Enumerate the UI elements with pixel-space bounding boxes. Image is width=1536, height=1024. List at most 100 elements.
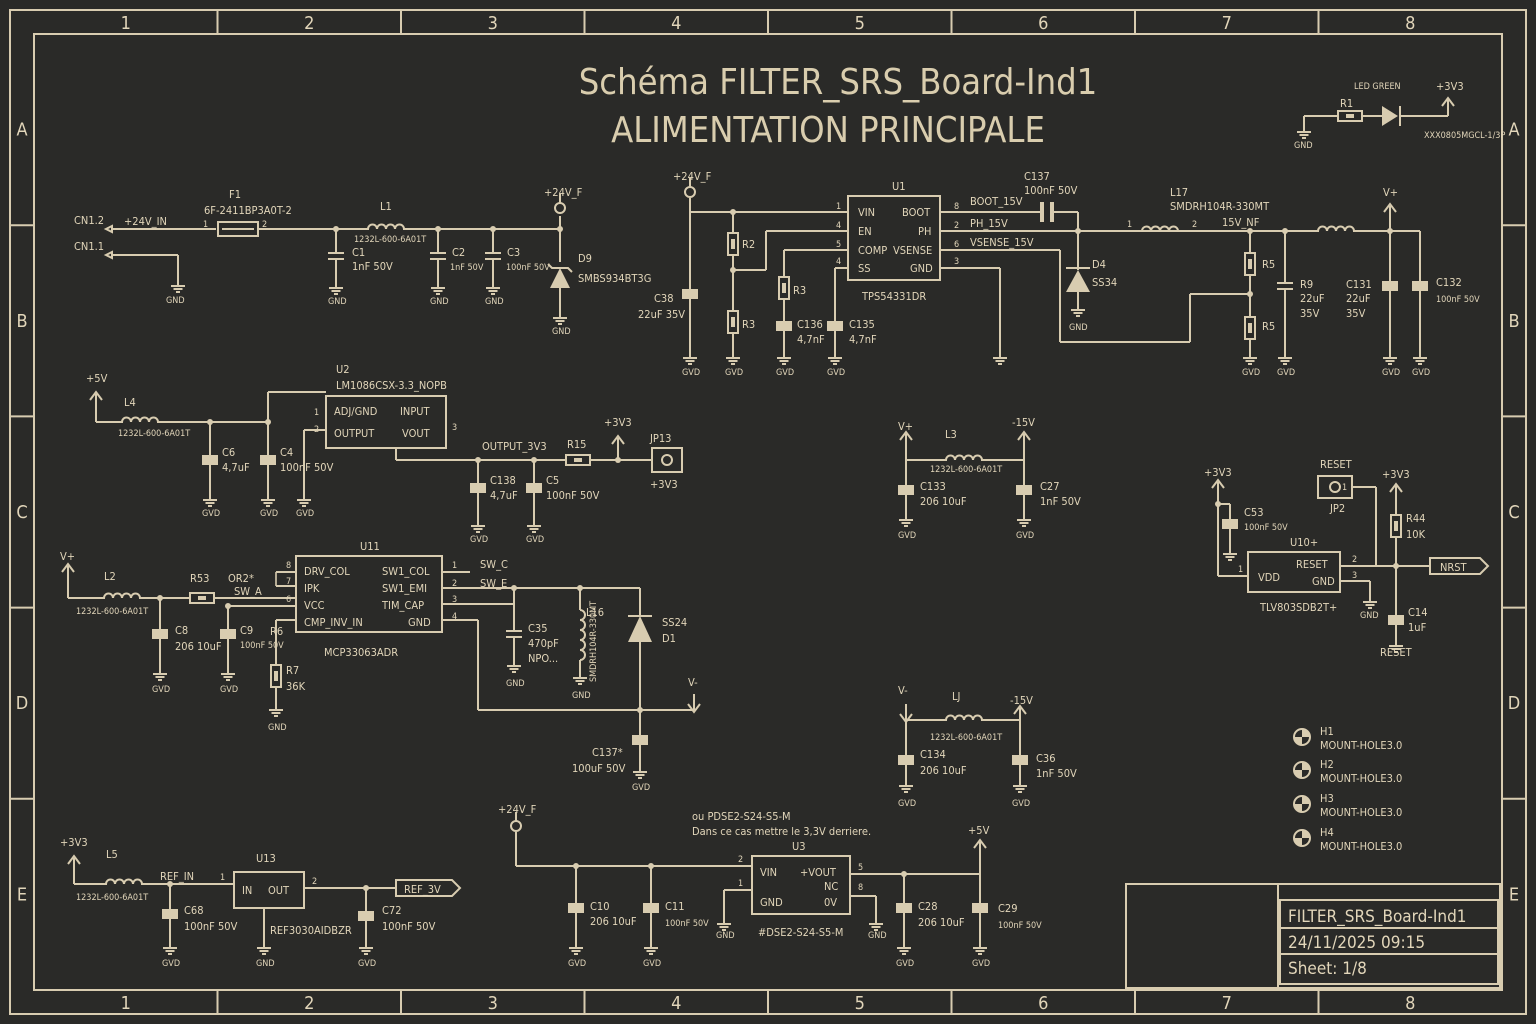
svg-text:OR2*: OR2* <box>228 572 254 585</box>
frame-col-label: 3 <box>488 993 498 1014</box>
svg-text:1: 1 <box>1342 483 1347 493</box>
f1-value: 6F-2411BP3A0T-2 <box>204 204 292 217</box>
svg-text:206 10uF: 206 10uF <box>920 495 967 508</box>
svg-text:GND: GND <box>268 723 287 733</box>
svg-text:U11: U11 <box>360 540 380 553</box>
svg-text:R53: R53 <box>190 572 209 585</box>
svg-text:GND: GND <box>910 262 933 275</box>
svg-text:4: 4 <box>836 257 841 267</box>
svg-text:1: 1 <box>452 561 457 571</box>
svg-text:H2: H2 <box>1320 758 1334 771</box>
svg-text:L5: L5 <box>106 848 118 861</box>
svg-text:GVD: GVD <box>898 531 916 541</box>
frame-row-label: C <box>1508 502 1519 523</box>
svg-text:PH_15V: PH_15V <box>970 217 1008 230</box>
frame-col-label: 5 <box>855 13 865 34</box>
net-nrst-port <box>1429 557 1490 575</box>
svg-text:R9: R9 <box>1300 278 1313 291</box>
svg-text:MOUNT-HOLE3.0: MOUNT-HOLE3.0 <box>1320 840 1402 853</box>
svg-text:206 10uF: 206 10uF <box>175 640 222 653</box>
frame-col-label: 1 <box>121 993 131 1014</box>
diode-d4 <box>1066 270 1090 292</box>
svg-text:GND: GND <box>1294 141 1313 151</box>
svg-text:C29: C29 <box>998 902 1018 915</box>
svg-text:VSENSE: VSENSE <box>893 244 932 257</box>
svg-text:V+: V+ <box>898 420 913 433</box>
ic-u10-body <box>1247 551 1341 593</box>
frame-col-label: 8 <box>1405 993 1415 1014</box>
svg-text:JP13: JP13 <box>649 432 671 445</box>
svg-text:TPS54331DR: TPS54331DR <box>861 290 926 303</box>
svg-text:100nF 50V: 100nF 50V <box>506 263 550 273</box>
svg-text:C53: C53 <box>1244 506 1264 519</box>
svg-text:2: 2 <box>452 579 457 589</box>
svg-text:C36: C36 <box>1036 752 1056 765</box>
svg-text:U3: U3 <box>792 840 806 853</box>
led-green <box>1382 106 1398 126</box>
svg-text:GND: GND <box>430 297 449 307</box>
svg-text:100nF 50V: 100nF 50V <box>382 920 436 933</box>
svg-text:1uF: 1uF <box>1408 621 1427 634</box>
svg-text:C137*: C137* <box>592 746 623 759</box>
jumper-jp13 <box>651 447 683 473</box>
frame-col-label: 8 <box>1405 13 1415 34</box>
svg-text:BOOT: BOOT <box>902 206 931 219</box>
svg-text:C14: C14 <box>1408 606 1428 619</box>
svg-text:INPUT: INPUT <box>400 405 431 418</box>
svg-text:C3: C3 <box>507 246 520 259</box>
frame-row-label: B <box>16 311 27 332</box>
svg-text:4,7uF: 4,7uF <box>490 489 518 502</box>
svg-text:R2: R2 <box>742 238 755 251</box>
svg-text:1232L-600-6A01T: 1232L-600-6A01T <box>118 429 190 439</box>
svg-text:R5: R5 <box>1262 320 1275 333</box>
svg-text:CMP_INV_IN: CMP_INV_IN <box>304 616 363 629</box>
svg-text:C38: C38 <box>654 292 674 305</box>
svg-text:1nF 50V: 1nF 50V <box>450 263 484 273</box>
svg-text:GND: GND <box>760 896 783 909</box>
svg-text:SS34: SS34 <box>1092 276 1117 289</box>
svg-text:C1: C1 <box>352 246 365 259</box>
svg-text:206 10uF: 206 10uF <box>920 764 967 777</box>
svg-text:7: 7 <box>286 577 291 587</box>
svg-text:MOUNT-HOLE3.0: MOUNT-HOLE3.0 <box>1320 739 1402 752</box>
frame-row-label: A <box>16 120 27 141</box>
svg-text:COMP: COMP <box>858 244 887 257</box>
svg-text:C68: C68 <box>184 904 204 917</box>
net-ref-3v-port <box>395 879 462 897</box>
svg-text:GVD: GVD <box>632 783 650 793</box>
ic-u11-body <box>295 555 443 633</box>
svg-text:206 10uF: 206 10uF <box>918 916 965 929</box>
svg-text:RESET: RESET <box>1296 558 1329 571</box>
svg-text:V+: V+ <box>1383 186 1398 199</box>
svg-text:15V_NF: 15V_NF <box>1222 216 1260 229</box>
svg-text:100nF 50V: 100nF 50V <box>998 921 1042 931</box>
svg-text:R3: R3 <box>793 284 806 297</box>
frame-col-label: 2 <box>304 993 314 1014</box>
input-filter-section: CN1.2 CN1.1 GND +24V_IN 1 2 F1 6F-2411BP… <box>74 186 651 337</box>
svg-text:+24V_F: +24V_F <box>498 803 537 816</box>
svg-text:2: 2 <box>738 855 743 865</box>
svg-text:C135: C135 <box>849 318 875 331</box>
svg-text:REF3030AIDBZR: REF3030AIDBZR <box>270 924 352 937</box>
svg-text:1: 1 <box>203 220 208 230</box>
svg-text:C27: C27 <box>1040 480 1060 493</box>
svg-text:6: 6 <box>286 595 291 605</box>
svg-text:V-: V- <box>688 676 698 689</box>
svg-text:3: 3 <box>452 423 457 433</box>
svg-text:LJ: LJ <box>952 690 960 703</box>
svg-text:8: 8 <box>858 883 863 893</box>
frame-row-label: B <box>1508 311 1519 332</box>
svg-text:22uF: 22uF <box>1300 292 1325 305</box>
svg-text:GVD: GVD <box>725 368 743 378</box>
svg-text:U10+: U10+ <box>1290 536 1318 549</box>
svg-text:GND: GND <box>552 327 571 337</box>
svg-text:C137: C137 <box>1024 170 1050 183</box>
svg-text:C72: C72 <box>382 904 402 917</box>
svg-text:GVD: GVD <box>568 959 586 969</box>
svg-text:C8: C8 <box>175 624 188 637</box>
svg-text:100nF 50V: 100nF 50V <box>240 641 284 651</box>
svg-text:1: 1 <box>1238 565 1243 575</box>
